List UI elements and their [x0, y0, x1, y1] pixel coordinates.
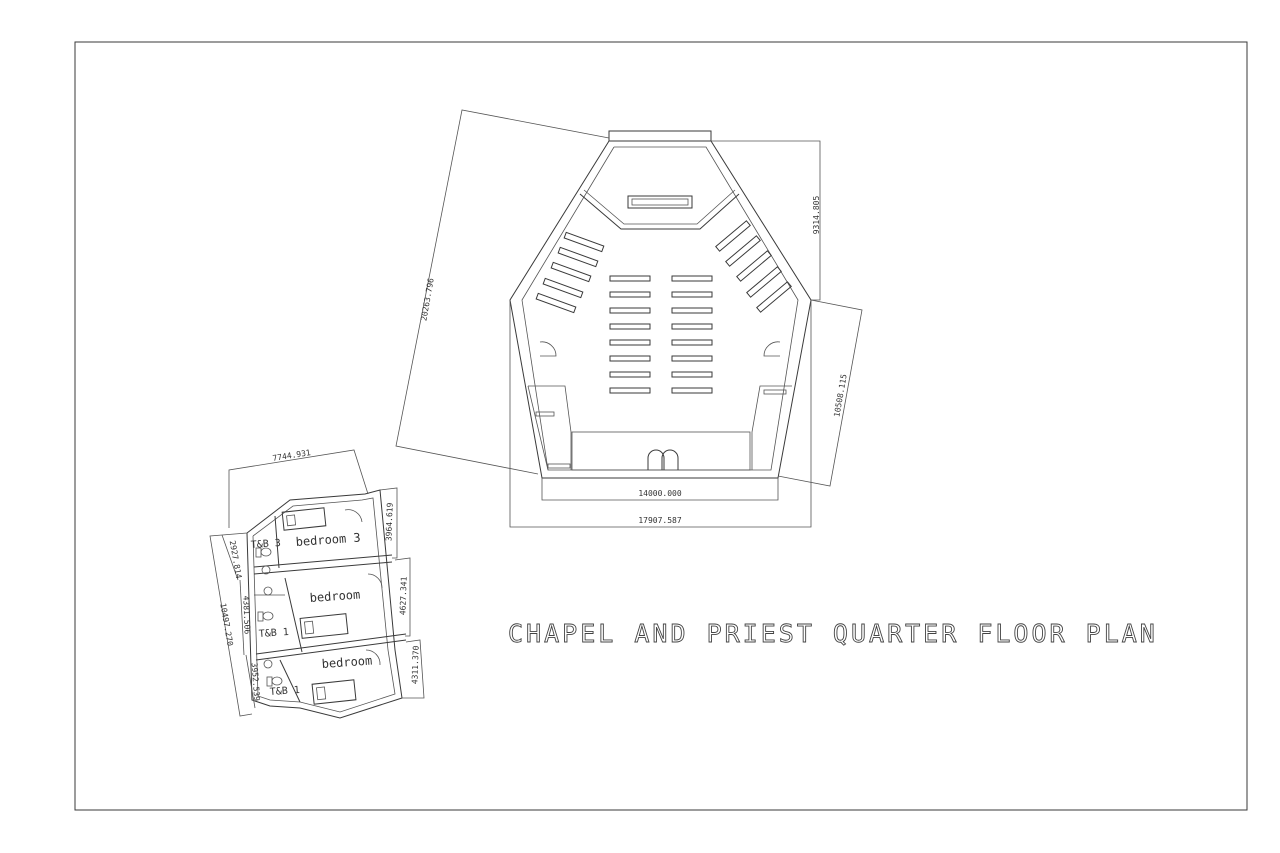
dim-label-left-small: 2927.814 — [228, 540, 244, 580]
dim-label-bottom-left: 3952.539 — [250, 662, 262, 701]
dim-label-bottom-right: 4311.370 — [410, 645, 420, 684]
door-swing-1 — [365, 649, 381, 666]
dim-bottom-right — [402, 639, 425, 699]
quarters-outer-wall — [246, 489, 403, 719]
side-door-right — [763, 341, 781, 357]
sanctuary-platform — [579, 193, 740, 230]
chapel-room-left — [528, 385, 572, 470]
altar-table — [627, 195, 693, 209]
dim-right-side — [777, 299, 863, 487]
entrance-door — [647, 449, 679, 470]
dim-label-left-middle: 4381.506 — [241, 596, 251, 635]
dim-label-top-right-q: 3964.619 — [384, 502, 394, 541]
room-label-tb-1: T&B 1 — [269, 685, 300, 698]
room-label-tb-2: T&B 1 — [258, 627, 289, 640]
dim-label-top-width: 7744.931 — [272, 448, 312, 463]
dim-label-middle-right: 4627.341 — [398, 576, 408, 615]
room-label-bedroom-2: bedroom — [309, 587, 360, 604]
pews-center-left — [609, 275, 651, 394]
dim-middle-right — [394, 557, 411, 637]
side-door-left — [539, 341, 557, 357]
chapel-plan: 20263.796 9314.805 10508.115 14000.000 1… — [395, 109, 863, 528]
dim-top-right — [711, 140, 821, 301]
toilet-icons — [255, 547, 283, 687]
chapel-room-right — [751, 385, 792, 470]
chapel-outer-wall — [509, 140, 812, 479]
dim-left-total — [209, 532, 253, 717]
bed-3 — [281, 507, 327, 531]
drawing-title: CHAPEL AND PRIEST QUARTER FLOOR PLAN — [508, 619, 1158, 648]
room-label-tb-3: T&B 3 — [250, 538, 281, 551]
pews-side-right — [715, 220, 792, 313]
door-swing-2 — [367, 573, 383, 589]
dim-diagonal-left — [395, 109, 610, 475]
entrance-vestibule — [571, 431, 751, 471]
priest-quarters-plan: 7744.931 3964.619 2927.814 4627.341 1049… — [209, 448, 425, 719]
sheet-border — [74, 41, 1248, 811]
room-label-bedroom-1: bedroom — [321, 653, 372, 670]
dim-label-top-right: 9314.805 — [812, 196, 821, 235]
dim-label-diagonal: 20263.796 — [419, 277, 435, 321]
bed-1 — [311, 679, 357, 705]
pews-side-left — [535, 231, 605, 314]
dim-label-overall-width: 17907.587 — [638, 516, 682, 525]
dim-label-left-total: 10497.270 — [218, 602, 234, 646]
bed-2 — [299, 613, 349, 639]
dim-top-width — [228, 449, 369, 528]
dim-label-inner-width: 14000.000 — [638, 489, 682, 498]
door-swing-3 — [344, 509, 363, 523]
altar-block — [608, 130, 712, 142]
dim-top-right-q — [379, 487, 398, 559]
room-label-bedroom-3: bedroom 3 — [295, 530, 361, 549]
dim-overall-width — [509, 300, 812, 528]
chapel-inner-wall — [521, 146, 799, 471]
dim-inner-width — [541, 478, 779, 501]
pews-center-right — [671, 275, 713, 394]
